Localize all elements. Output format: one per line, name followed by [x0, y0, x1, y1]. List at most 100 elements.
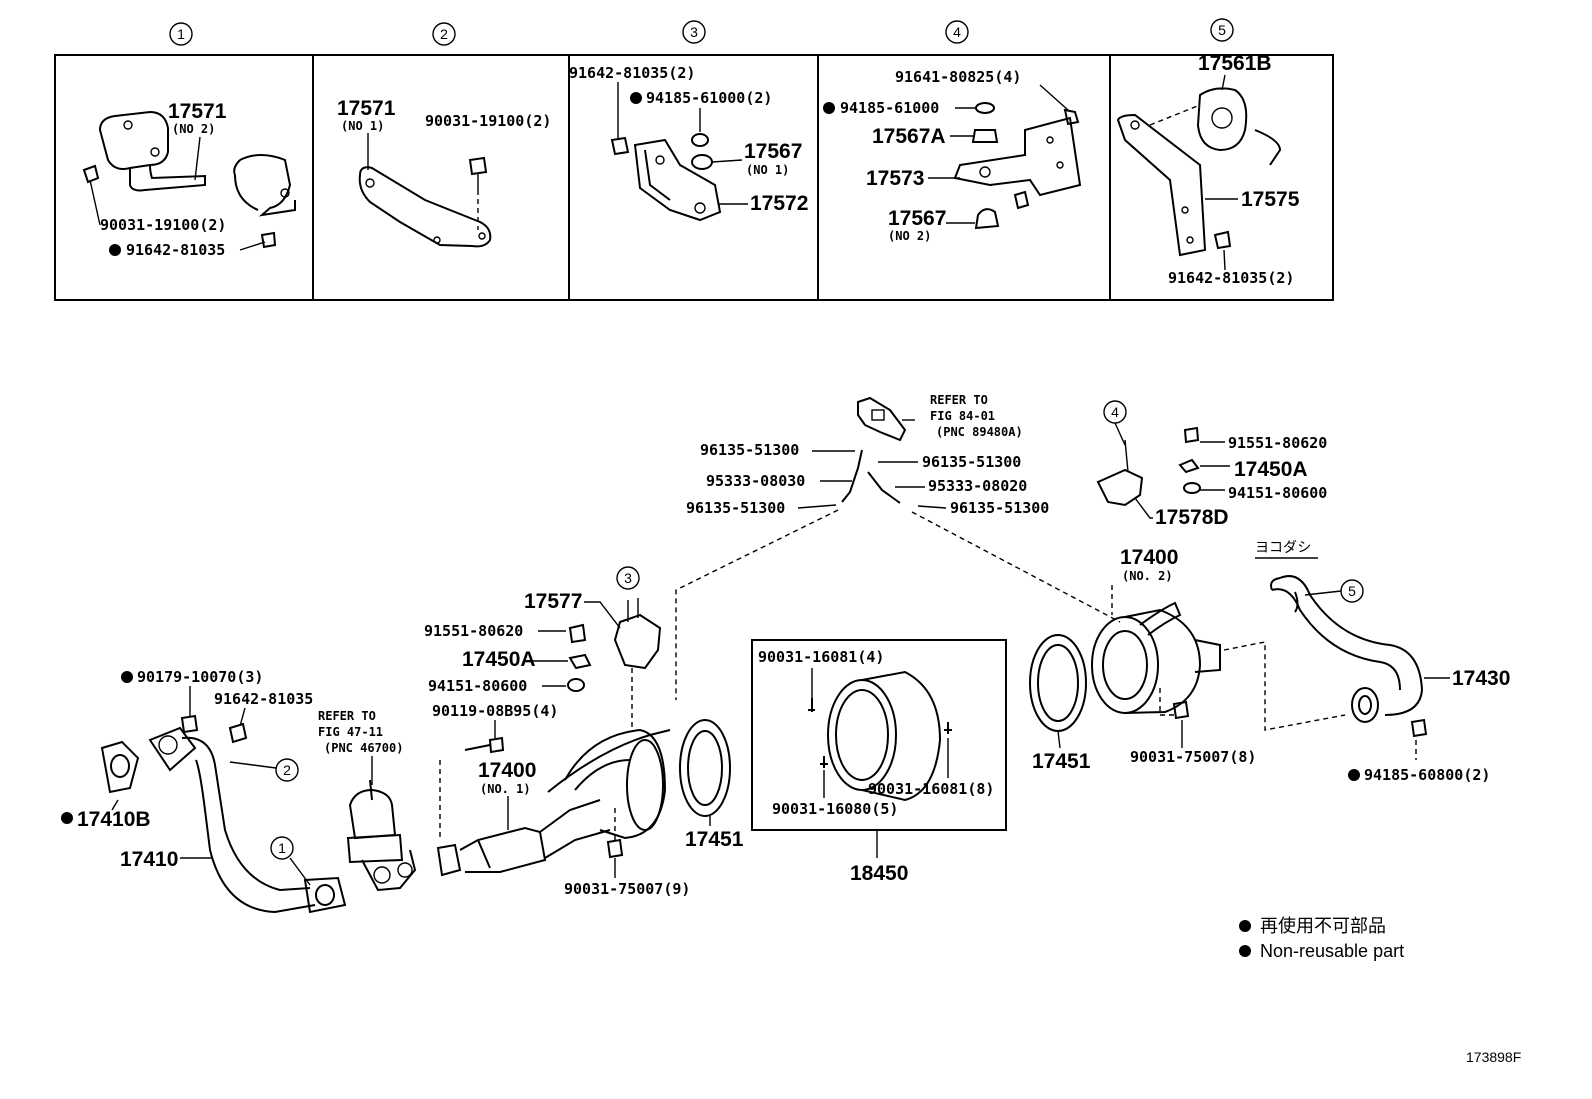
label-17410: 17410: [120, 848, 178, 871]
label-90031-19100-a: 90031-19100(2): [100, 216, 226, 234]
panel-number-4: 4: [945, 20, 969, 44]
label-96135-51300-b: 96135-51300: [922, 453, 1021, 471]
bolt-90119: [464, 736, 505, 754]
sensor-bracket-part: [841, 396, 907, 504]
label-17450A-b: 17450A: [462, 648, 536, 671]
label-91551-80620-b: 91551-80620: [424, 622, 523, 640]
panel-4-parts: [953, 102, 1082, 230]
label-refer-to-47: REFER TO: [318, 709, 376, 723]
label-91642-81035-a: 91642-81035: [126, 241, 225, 259]
svg-text:5: 5: [1218, 22, 1226, 38]
svg-text:1: 1: [278, 840, 286, 856]
panel-5-parts: [1116, 87, 1282, 257]
label-90031-75007-8: 90031-75007(8): [1130, 748, 1256, 766]
callout-2: 2: [275, 758, 299, 782]
gasket-right: [1029, 634, 1087, 732]
panel-number-3: 3: [682, 20, 706, 44]
label-17571-no1: 17571: [337, 97, 396, 120]
callout-1: 1: [270, 836, 294, 860]
label-17575: 17575: [1241, 188, 1300, 211]
non-reusable-dot: [121, 671, 133, 683]
label-17572: 17572: [750, 192, 808, 215]
label-90179-10070: 90179-10070(3): [137, 668, 263, 686]
label-90031-19100-b: 90031-19100(2): [425, 112, 551, 130]
label-91642-81035-2: 91642-81035(2): [569, 64, 695, 82]
heat-protector-box: [751, 639, 1007, 831]
hanger-17578D: [1096, 426, 1201, 507]
sensor-46700: [346, 779, 417, 892]
label-17400-no2: 17400: [1120, 546, 1178, 569]
label-17451-left: 17451: [685, 828, 744, 851]
label-91642-81035-main: 91642-81035: [214, 690, 313, 708]
label-17567-no1: 17567: [744, 140, 802, 163]
label-90031-16081-8: 90031-16081(8): [868, 780, 994, 798]
label-90031-16080: 90031-16080(5): [772, 800, 898, 818]
panel-frames: [54, 54, 1334, 301]
svg-text:2: 2: [283, 762, 291, 778]
svg-text:3: 3: [624, 570, 632, 586]
panel-3-parts: [610, 133, 722, 222]
svg-text:1: 1: [177, 26, 185, 42]
label-96135-51300-c: 96135-51300: [686, 499, 785, 517]
label-17561B: 17561B: [1198, 52, 1272, 75]
label-17571-no2: 17571: [168, 100, 227, 123]
label-17400-no2-sub: (NO. 2): [1122, 569, 1173, 583]
heat-protector-18450: [808, 670, 952, 802]
label-90031-16081-4: 90031-16081(4): [758, 648, 884, 666]
non-reusable-dot: [1348, 769, 1360, 781]
label-17410B: 17410B: [77, 808, 151, 831]
panel-number-5: 5: [1210, 18, 1234, 42]
figure-code: 173898F: [1466, 1049, 1521, 1065]
label-94151-80600-a: 94151-80600: [1228, 484, 1327, 502]
label-17577: 17577: [524, 590, 582, 613]
label-91642-81035-c: 91642-81035(2): [1168, 269, 1294, 287]
front-pipe-17410: [100, 714, 347, 914]
label-no2: (NO 2): [172, 122, 215, 136]
label-17400-no1: 17400: [478, 759, 536, 782]
svg-text:2: 2: [440, 26, 448, 42]
label-17578D: 17578D: [1155, 506, 1229, 529]
tailpipe-17430: [1270, 575, 1428, 738]
nut-part: [1172, 700, 1190, 720]
label-17567-no2: 17567: [888, 207, 946, 230]
label-90031-75007-9: 90031-75007(9): [564, 880, 690, 898]
label-91641-80825: 91641-80825(4): [895, 68, 1021, 86]
label-17567A: 17567A: [872, 125, 946, 148]
label-18450: 18450: [850, 862, 908, 885]
label-95333-08020: 95333-08020: [928, 477, 1027, 495]
label-95333-08030: 95333-08030: [706, 472, 805, 490]
callout-3: 3: [616, 566, 640, 590]
panel-2-parts: [358, 156, 492, 248]
svg-text:5: 5: [1348, 583, 1356, 599]
legend: 再使用不可部品 Non-reusable part: [1239, 916, 1404, 961]
label-96135-51300-d: 96135-51300: [950, 499, 1049, 517]
label-fig-47-11: FIG 47-11: [318, 725, 383, 739]
svg-text:3: 3: [690, 24, 698, 40]
nut-part: [606, 838, 624, 859]
label-94151-80600-b: 94151-80600: [428, 677, 527, 695]
label-17451-right: 17451: [1032, 750, 1091, 773]
non-reusable-dot: [109, 244, 121, 256]
non-reusable-dot: [630, 92, 642, 104]
label-96135-51300-a: 96135-51300: [700, 441, 799, 459]
svg-text:4: 4: [953, 24, 961, 40]
non-reusable-dot: [823, 102, 835, 114]
label-91551-80620-a: 91551-80620: [1228, 434, 1327, 452]
legend-en: Non-reusable part: [1260, 941, 1404, 961]
non-reusable-dot: [61, 812, 73, 824]
panel-number-2: 2: [432, 22, 456, 46]
bracket-17577: [567, 598, 662, 692]
label-yokodashi: ヨコダシ: [1255, 539, 1311, 555]
label-pnc-89480a: (PNC 89480A): [936, 425, 1023, 439]
label-fig-84-01: FIG 84-01: [930, 409, 995, 423]
callout-5: 5: [1340, 579, 1364, 603]
label-94185-61000: 94185-61000: [840, 99, 939, 117]
label-17567-no2-sub: (NO 2): [888, 229, 931, 243]
gasket-left: [679, 719, 731, 817]
label-pnc-46700: (PNC 46700): [324, 741, 403, 755]
legend-jp: 再使用不可部品: [1260, 916, 1386, 936]
label-90119-08b95: 90119-08B95(4): [432, 702, 558, 720]
panel-number-1: 1: [169, 22, 193, 46]
